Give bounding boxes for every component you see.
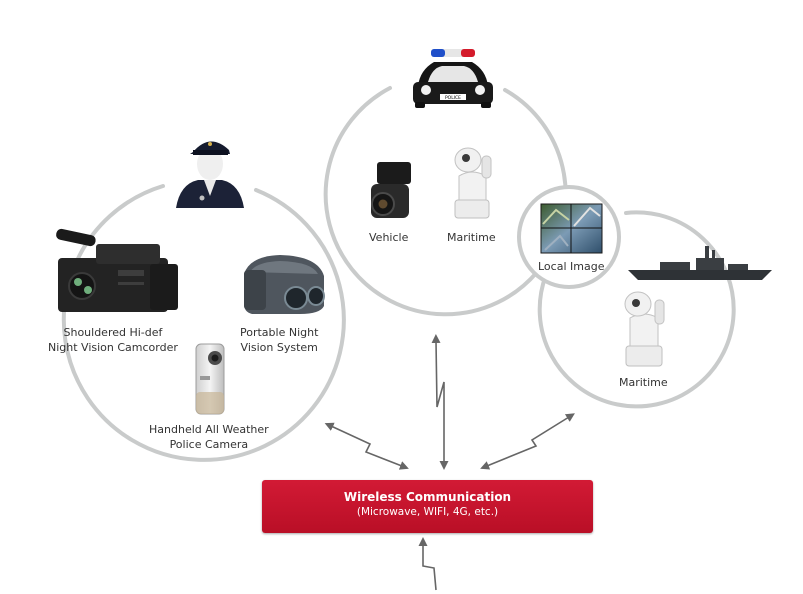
top-group-circle xyxy=(323,86,568,317)
left-group-circle xyxy=(61,184,346,462)
right-link-arrow xyxy=(480,413,575,470)
right-group-circle xyxy=(537,210,736,409)
vehicle-camera-icon xyxy=(371,162,411,218)
portable-label: Portable Night Vision System xyxy=(240,325,318,355)
camcorder-label-line1: Shouldered Hi-def xyxy=(63,326,163,339)
camcorder-label: Shouldered Hi-def Night Vision Camcorder xyxy=(48,325,178,355)
warship-icon xyxy=(628,246,772,280)
police-officer-icon xyxy=(176,141,244,208)
left-link-arrow xyxy=(324,422,409,470)
maritime-camera-icon xyxy=(454,147,492,219)
local-image-icon xyxy=(540,203,603,254)
top-link-arrow xyxy=(431,334,449,470)
camcorder-label-line2: Night Vision Camcorder xyxy=(48,341,178,354)
bottom-link-arrow xyxy=(418,537,437,591)
maritime-top-label: Maritime xyxy=(447,231,496,244)
wireless-title: Wireless Communication xyxy=(343,490,512,504)
portable-camera-icon xyxy=(244,255,325,314)
handheld-camera-icon xyxy=(195,343,225,415)
maritime-camera-icon xyxy=(624,291,665,367)
police-car-plate: POLICE xyxy=(445,95,461,101)
local-image-label: Local Image xyxy=(538,260,605,273)
handheld-label-line2: Police Camera xyxy=(169,438,249,451)
wireless-subtitle: (Microwave, WIFI, 4G, etc.) xyxy=(356,506,499,518)
handheld-label-line1: Handheld All Weather xyxy=(149,423,269,436)
vehicle-label: Vehicle xyxy=(369,231,409,244)
handheld-label: Handheld All Weather Police Camera xyxy=(149,422,269,452)
police-car-icon: POLICE xyxy=(413,49,493,108)
maritime-right-label: Maritime xyxy=(619,376,668,389)
portable-label-line2: Vision System xyxy=(240,341,318,354)
camcorder-icon xyxy=(56,228,178,312)
portable-label-line1: Portable Night xyxy=(240,326,319,339)
wireless-communication-box: Wireless Communication (Microwave, WIFI,… xyxy=(262,480,593,533)
